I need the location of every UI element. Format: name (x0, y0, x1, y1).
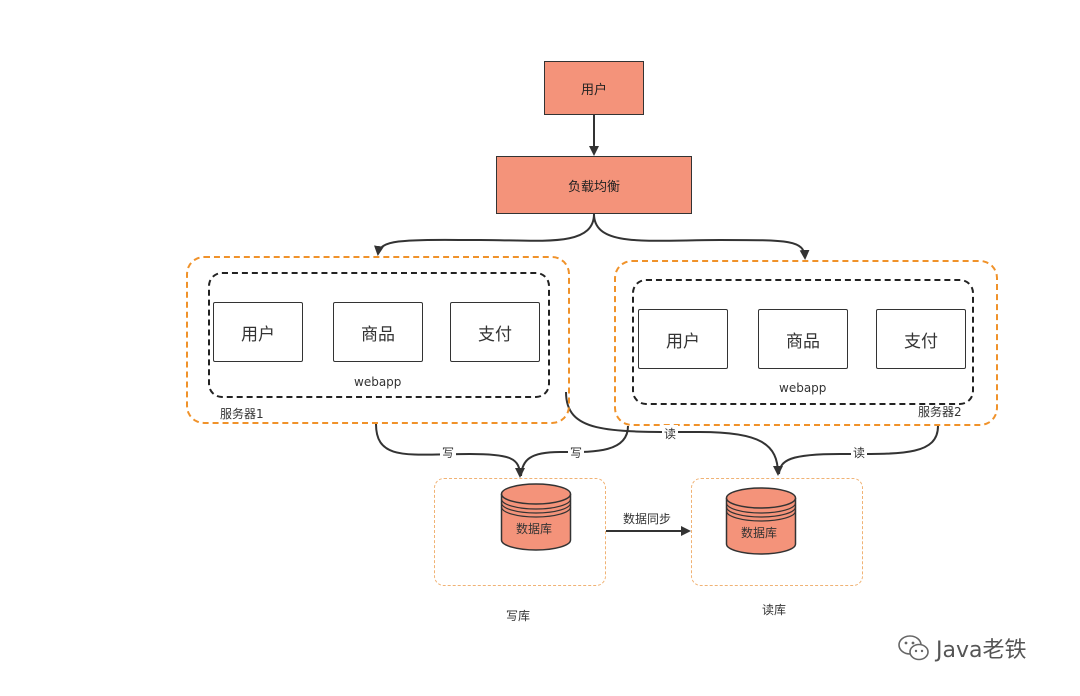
read-db-zone (691, 478, 863, 586)
server2-label: 服务器2 (918, 405, 962, 419)
server2-container (614, 260, 998, 426)
edge-label-write2: 写 (568, 444, 585, 461)
server2-module-user: 用户 (638, 309, 728, 369)
edge-label-write1: 写 (440, 444, 457, 461)
wechat-icon (898, 635, 929, 661)
watermark-text: Java老铁 (936, 638, 1027, 663)
edge-label-read2: 读 (851, 444, 868, 461)
server1-webapp-label: webapp (354, 375, 402, 389)
module-label: 用户 (241, 324, 275, 345)
server1-container (186, 256, 570, 424)
module-label: 商品 (361, 324, 395, 345)
server2-webapp (632, 279, 974, 405)
module-label: 用户 (666, 331, 700, 352)
write-db-zone (434, 478, 606, 586)
write-db-label: 写库 (506, 609, 531, 623)
edge-write1 (375, 423, 525, 478)
read-db-label: 读库 (762, 603, 787, 617)
server1-webapp (208, 272, 550, 398)
server1-module-pay: 支付 (450, 302, 540, 362)
server2-module-pay: 支付 (876, 309, 966, 369)
server2-module-goods: 商品 (758, 309, 848, 369)
read-db-text: 数据库 (741, 526, 778, 540)
server1-module-goods: 商品 (333, 302, 423, 362)
edge-label-read1: 读 (662, 425, 679, 442)
user-node: 用户 (544, 61, 644, 115)
module-label: 支付 (904, 331, 938, 352)
server1-module-user: 用户 (213, 302, 303, 362)
write-db-cylinder (500, 483, 572, 551)
server2-webapp-label: webapp (779, 381, 827, 395)
edge-lb-server1 (374, 213, 595, 256)
edge-label-sync: 数据同步 (621, 510, 674, 527)
write-db-text: 数据库 (516, 522, 553, 536)
server1-label: 服务器1 (220, 407, 264, 421)
load-balancer-label: 负载均衡 (567, 179, 620, 195)
watermark: Java老铁 (898, 632, 1026, 664)
edge-read2 (778, 425, 939, 475)
module-label: 商品 (786, 331, 820, 352)
module-label: 支付 (478, 324, 512, 345)
edge-write2 (520, 425, 629, 477)
user-node-label: 用户 (580, 82, 607, 98)
load-balancer-node: 负载均衡 (496, 156, 692, 214)
edge-read1 (565, 391, 783, 476)
edge-lb-server2 (593, 213, 810, 260)
read-db-cylinder (725, 487, 797, 555)
